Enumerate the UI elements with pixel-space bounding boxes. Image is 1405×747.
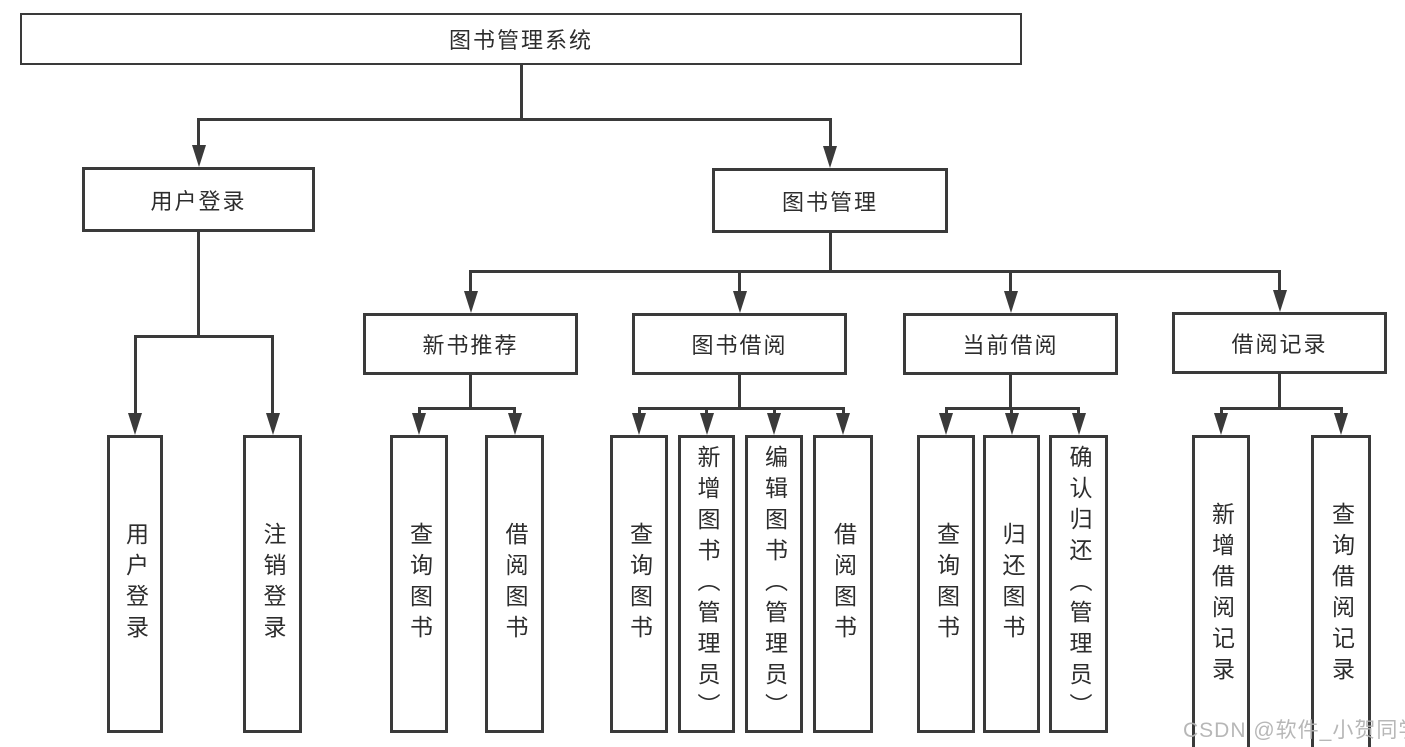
node-label-leaf-user-login: 用户登录 [122, 522, 149, 646]
arrowhead-down-icon [732, 291, 747, 313]
arrowhead-down-icon [412, 413, 426, 435]
node-label-leaf-confirm-return: 确认归还（管理员） [1066, 444, 1092, 724]
arrowhead-down-icon [632, 413, 646, 435]
diagram-node-leaf-borrow-book-a: 借阅图书 [485, 435, 544, 733]
arrowhead-down-icon [191, 145, 206, 167]
connector-line [738, 374, 741, 410]
connector-line [133, 335, 137, 419]
diagram-node-leaf-logout: 注销登录 [243, 435, 302, 733]
node-label-leaf-query-book-c: 查询图书 [933, 522, 960, 646]
diagram-node-leaf-add-borrow-record: 新增借阅记录 [1192, 435, 1250, 747]
node-label-leaf-borrow-book-b: 借阅图书 [830, 522, 857, 646]
arrowhead-down-icon [128, 413, 142, 435]
connector-line [828, 118, 832, 152]
node-label-leaf-logout: 注销登录 [260, 522, 286, 646]
connector-line [1009, 374, 1012, 410]
arrowhead-down-icon [1214, 413, 1228, 435]
arrowhead-down-icon [507, 413, 522, 435]
node-label-leaf-return-book: 归还图书 [999, 522, 1025, 646]
diagram-node-leaf-query-book-a: 查询图书 [390, 435, 448, 733]
node-label-new-book-recommend: 新书推荐 [422, 333, 519, 358]
diagram-node-current-borrowing: 当前借阅 [903, 313, 1118, 375]
connector-line [1278, 373, 1281, 410]
node-label-borrowing-records: 借阅记录 [1231, 332, 1328, 357]
connector-line [828, 232, 832, 273]
connector-line [1219, 407, 1343, 410]
connector-line [1009, 270, 1012, 297]
node-label-book-management: 图书管理 [781, 189, 878, 215]
diagram-node-leaf-confirm-return: 确认归还（管理员） [1049, 435, 1108, 733]
connector-line [271, 335, 274, 419]
diagram-node-root: 图书管理系统 [20, 13, 1022, 65]
connector-line [519, 64, 523, 121]
connector-line [1278, 270, 1281, 296]
arrowhead-down-icon [463, 291, 478, 313]
node-label-root: 图书管理系统 [448, 28, 593, 53]
connector-line [197, 231, 200, 338]
connector-line [469, 270, 472, 297]
node-label-leaf-add-borrow-record: 新增借阅记录 [1208, 502, 1235, 688]
diagram-node-new-book-recommend: 新书推荐 [363, 313, 578, 375]
node-label-leaf-borrow-book-a: 借阅图书 [502, 522, 528, 646]
diagram-node-leaf-user-login: 用户登录 [107, 435, 163, 733]
node-label-book-borrowing: 图书借阅 [691, 333, 788, 358]
arrowhead-down-icon [939, 413, 953, 435]
arrowhead-down-icon [699, 413, 714, 435]
arrowhead-down-icon [823, 146, 837, 168]
arrowhead-down-icon [1272, 290, 1287, 312]
node-label-leaf-query-book-b: 查询图书 [626, 522, 653, 646]
connector-line [469, 374, 472, 410]
connector-line [133, 335, 274, 338]
connector-line [197, 118, 832, 121]
diagram-node-leaf-add-book: 新增图书（管理员） [678, 435, 735, 733]
node-label-user-login: 用户登录 [150, 188, 247, 214]
node-label-leaf-add-book: 新增图书（管理员） [694, 444, 720, 724]
diagram-node-leaf-query-borrow-record: 查询借阅记录 [1311, 435, 1371, 747]
connector-line [197, 118, 200, 151]
arrowhead-down-icon [1004, 413, 1019, 435]
connector-line [738, 270, 741, 297]
arrowhead-down-icon [767, 413, 781, 435]
diagram-node-leaf-query-book-c: 查询图书 [917, 435, 975, 733]
diagram-node-borrowing-records: 借阅记录 [1172, 312, 1387, 374]
connector-line [417, 407, 516, 410]
diagram-node-leaf-query-book-b: 查询图书 [610, 435, 668, 733]
arrowhead-down-icon [1071, 413, 1086, 435]
diagram-node-book-management: 图书管理 [712, 168, 948, 233]
node-label-leaf-query-borrow-record: 查询借阅记录 [1328, 502, 1355, 688]
arrowhead-down-icon [836, 413, 850, 435]
arrowhead-down-icon [1003, 291, 1018, 313]
csdn-watermark: CSDN @软件_小贺同学 [1183, 719, 1405, 742]
diagram-node-leaf-return-book: 归还图书 [983, 435, 1040, 733]
diagram-node-user-login: 用户登录 [82, 167, 315, 232]
node-label-leaf-query-book-a: 查询图书 [406, 522, 433, 646]
diagram-node-leaf-edit-book: 编辑图书（管理员） [745, 435, 803, 733]
connector-line [637, 407, 845, 410]
node-label-leaf-edit-book: 编辑图书（管理员） [761, 444, 788, 724]
diagram-node-leaf-borrow-book-b: 借阅图书 [813, 435, 873, 733]
arrowhead-down-icon [265, 413, 280, 435]
diagram-node-book-borrowing: 图书借阅 [632, 313, 847, 375]
connector-line [469, 270, 1281, 273]
arrowhead-down-icon [1334, 413, 1348, 435]
node-label-current-borrowing: 当前借阅 [962, 333, 1059, 358]
